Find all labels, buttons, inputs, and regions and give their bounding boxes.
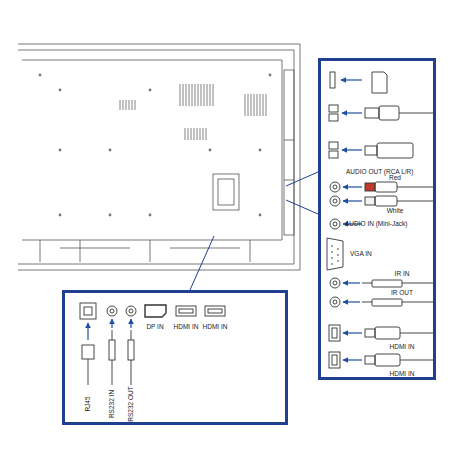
port-label: AUDIO OUT (RCA L/R) (346, 169, 413, 176)
port-label: HDMI IN (390, 371, 415, 378)
panel-ground (318, 58, 436, 380)
callout-panel: AUDIO OUT (RCA L/R)RedWhiteAUDIO IN (Min… (318, 58, 436, 380)
vent-grille (120, 84, 266, 140)
screw-holes (39, 74, 272, 217)
port-label: HDMI IN (174, 324, 199, 331)
port-icons (80, 303, 225, 385)
vga-pins (331, 245, 339, 265)
port-label: HDMI IN (203, 324, 228, 331)
port-label: HDMI IN (390, 344, 415, 351)
callout-panel: RJ45 RS232 IN RS232 OUT DP IN HDMI IN HDMI IN (62, 290, 288, 425)
insert-arrow (88, 319, 131, 340)
panel-ground (62, 290, 288, 425)
display-back (18, 44, 300, 270)
port-icons (327, 72, 434, 368)
port-label: VGA IN (350, 251, 372, 258)
port-label: IR OUT (391, 290, 413, 297)
port-label: RJ45 (85, 396, 92, 411)
port-label: RS232 OUT (128, 386, 135, 421)
port-label: Red (389, 175, 401, 182)
port-label: IR IN (395, 271, 410, 278)
port-label: DP IN (146, 324, 163, 331)
port-label: RS232 IN (109, 390, 116, 418)
port-label: White (387, 208, 404, 215)
port-label: AUDIO IN (Mini-Jack) (345, 221, 407, 228)
leader-line (190, 172, 318, 290)
